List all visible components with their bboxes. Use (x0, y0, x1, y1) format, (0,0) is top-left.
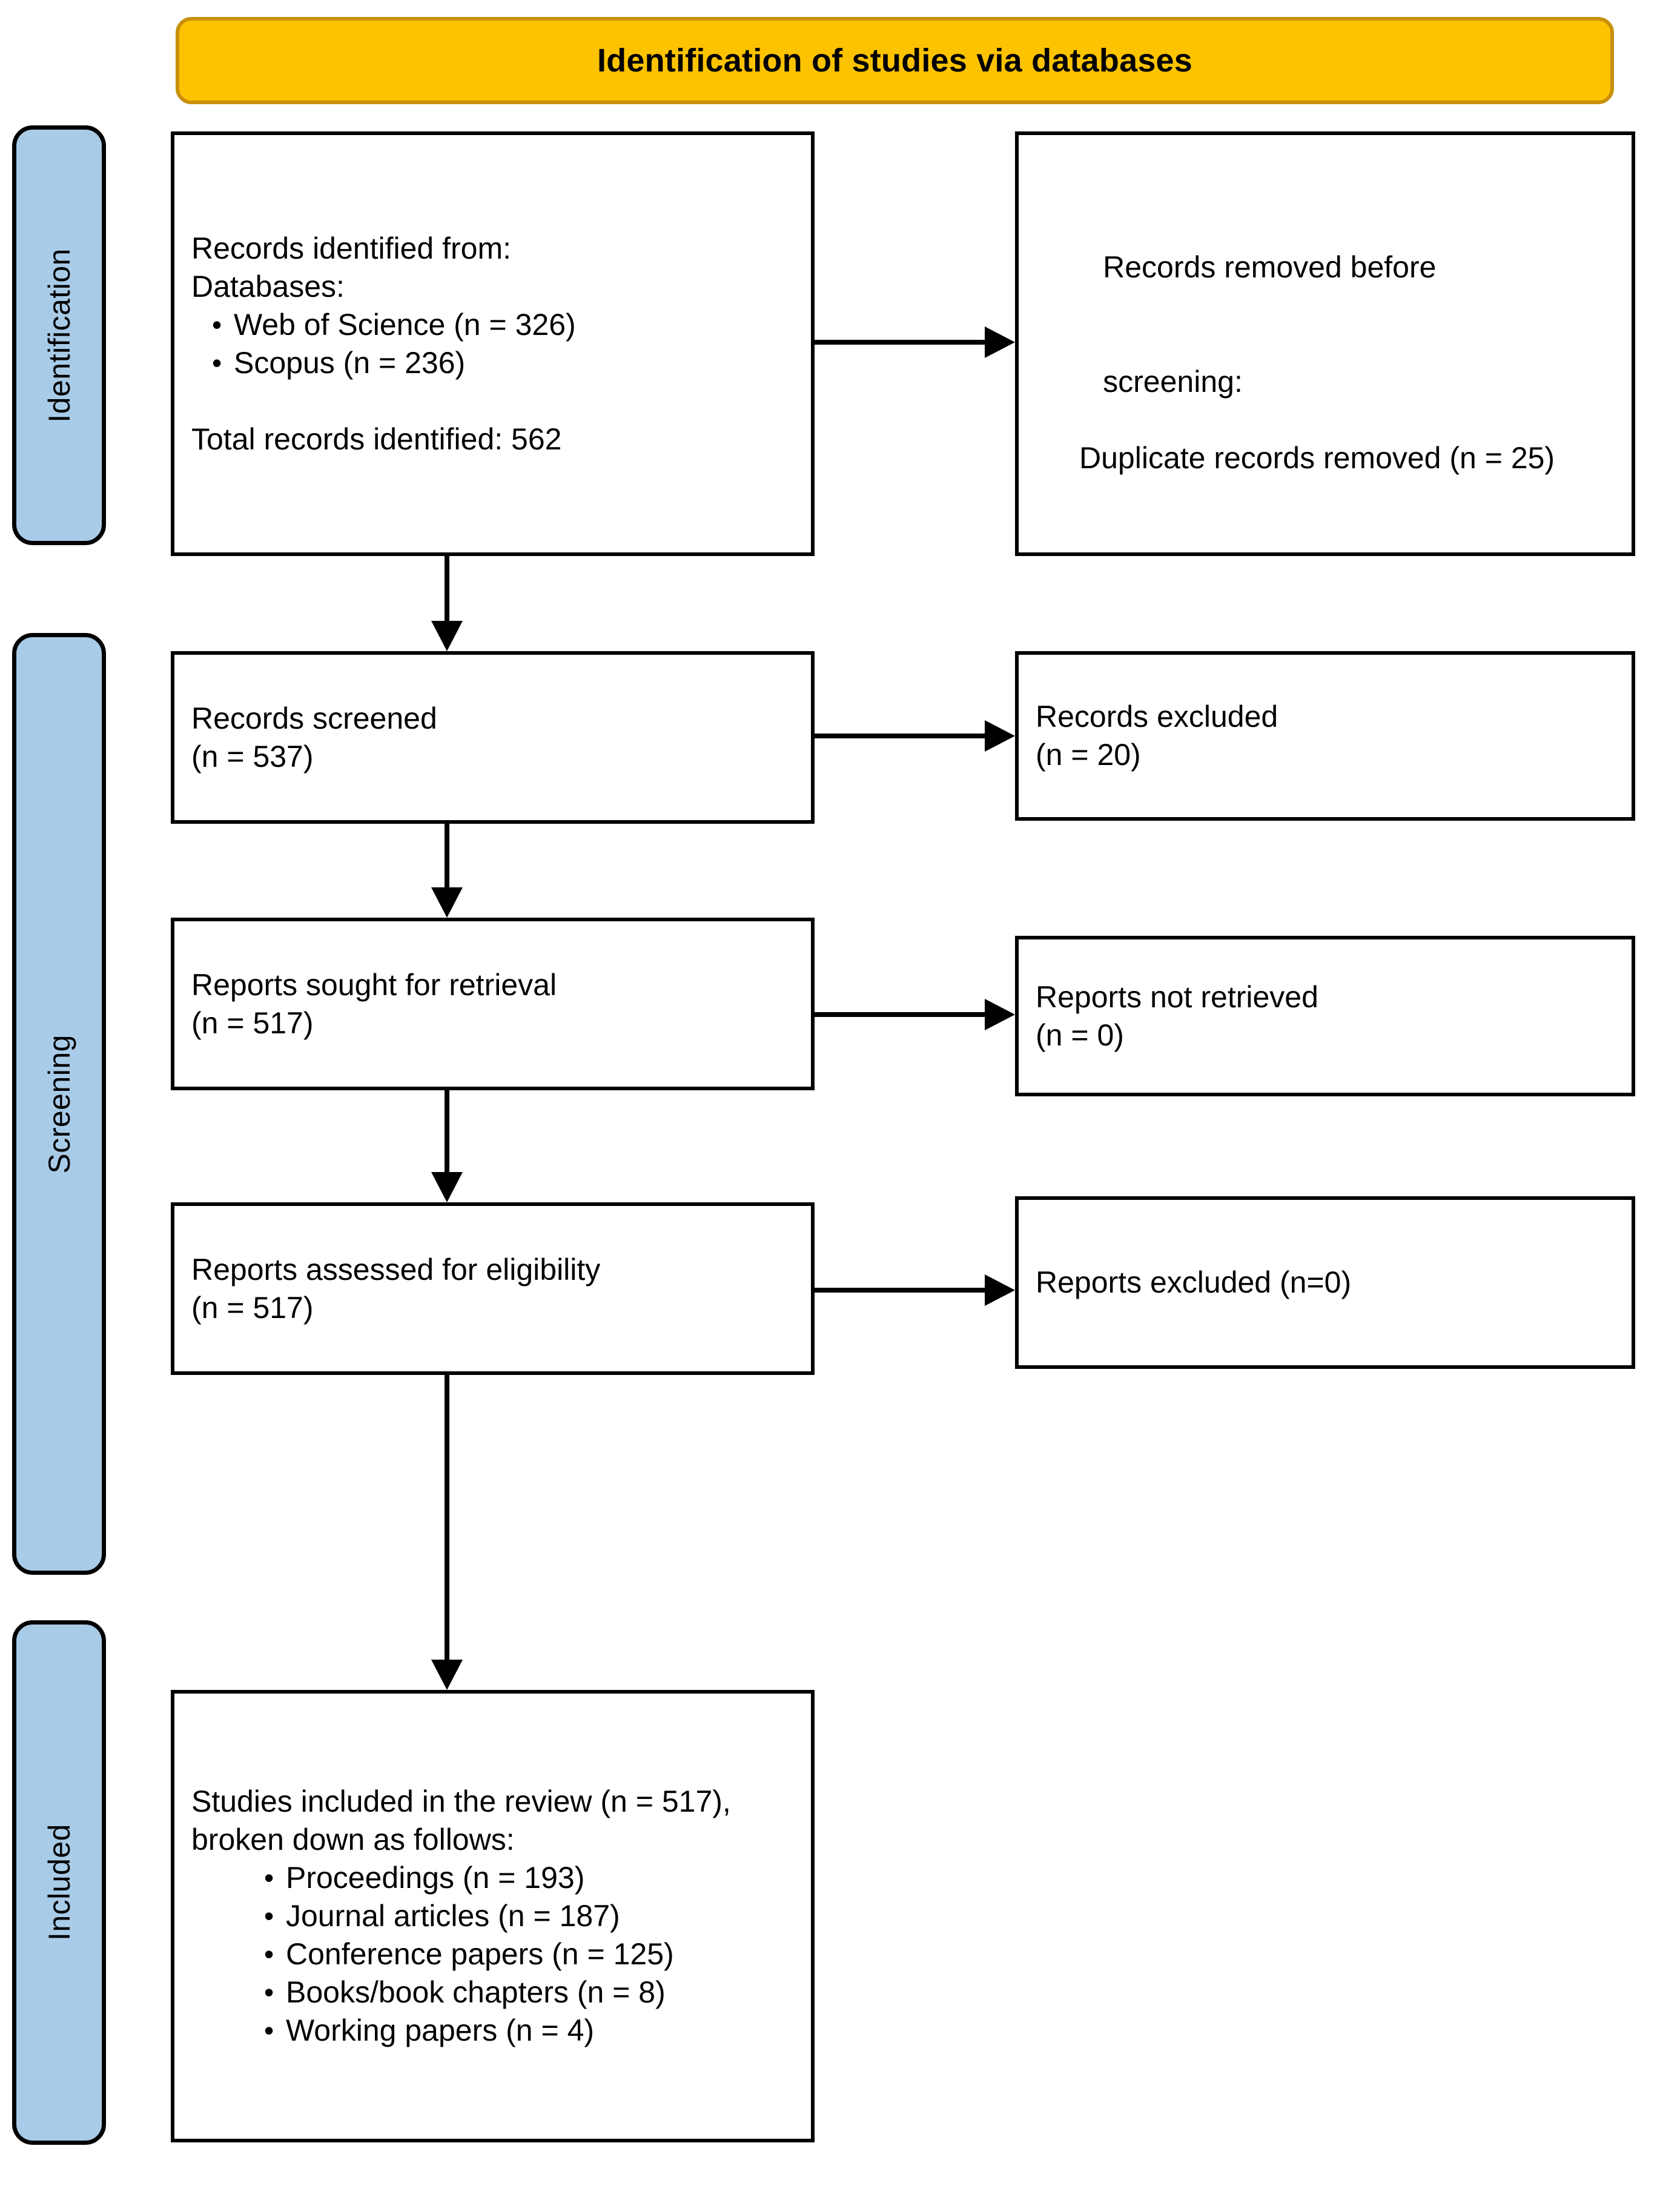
reports-sought-count: (n = 517) (191, 1005, 314, 1040)
list-item: • Journal articles (n = 187) (191, 1897, 794, 1935)
stage-label-identification: Identification (12, 125, 106, 545)
arrow-shaft (445, 1375, 449, 1660)
list-item-label: Conference papers (n = 125) (286, 1937, 674, 1971)
reports-assessed-count: (n = 517) (191, 1290, 314, 1325)
arrow-sought-to-assessed (424, 1090, 470, 1202)
bullet-icon: • (212, 346, 222, 379)
list-item: • Proceedings (n = 193) (191, 1859, 794, 1897)
records-screened-count: (n = 537) (191, 739, 314, 773)
records-excluded-count: (n = 20) (1036, 738, 1141, 772)
reports-not-retrieved-count: (n = 0) (1036, 1018, 1124, 1052)
list-item-label: Working papers (n = 4) (286, 2013, 595, 2047)
records-removed-italic-screening: screening (1103, 365, 1234, 399)
records-excluded-label: Records excluded (1036, 700, 1278, 734)
box-studies-included: Studies included in the review (n = 517)… (171, 1690, 815, 2142)
box-records-identified: Records identified from: Databases: • We… (171, 131, 815, 556)
arrow-head-icon (431, 621, 463, 651)
list-item-label: Proceedings (n = 193) (286, 1861, 585, 1895)
list-item-label: Web of Science (n = 326) (234, 307, 576, 342)
arrow-shaft (815, 1012, 985, 1017)
arrow-head-icon (431, 887, 463, 918)
stage-label-screening: Screening (12, 633, 106, 1575)
list-item: • Working papers (n = 4) (191, 2012, 794, 2050)
arrow-shaft (445, 1090, 449, 1172)
box-reports-excluded: Reports excluded (n=0) (1015, 1196, 1635, 1369)
arrow-head-icon (985, 1274, 1015, 1306)
reports-not-retrieved-label: Reports not retrieved (1036, 979, 1318, 1014)
arrow-head-icon (985, 326, 1015, 358)
box-reports-not-retrieved: Reports not retrieved (n = 0) (1015, 936, 1635, 1096)
arrow-shaft (815, 1288, 985, 1293)
records-removed-heading-line1: Records removed before (1036, 210, 1615, 325)
reports-sought-label: Reports sought for retrieval (191, 967, 557, 1002)
list-item-label: Scopus (n = 236) (234, 345, 466, 380)
stage-label-identification-text: Identification (42, 248, 76, 423)
arrow-head-icon (431, 1660, 463, 1690)
diagram-header-banner: Identification of studies via databases (176, 17, 1614, 104)
spacer-line (191, 382, 794, 420)
records-removed-colon: : (1234, 365, 1243, 399)
arrow-assessed-to-reports-excluded (815, 1269, 1015, 1311)
arrow-screened-to-sought (424, 824, 470, 918)
records-identified-total: Total records identified: 562 (191, 422, 562, 456)
bullet-icon: • (264, 1900, 274, 1932)
records-identified-subheading: Databases: (191, 269, 345, 303)
arrow-head-icon (431, 1172, 463, 1202)
bullet-icon: • (212, 308, 222, 340)
arrow-assessed-to-included (424, 1375, 470, 1690)
box-records-removed-before-screening: Records removed before screening: Duplic… (1015, 131, 1635, 556)
list-item-label: Journal articles (n = 187) (286, 1899, 620, 1933)
diagram-title: Identification of studies via databases (597, 42, 1193, 79)
list-item: • Scopus (n = 236) (191, 344, 794, 382)
stage-label-included: Included (12, 1620, 106, 2145)
bullet-icon: • (264, 1862, 274, 1893)
arrow-shaft (815, 734, 985, 738)
list-item: • Books/book chapters (n = 8) (191, 1973, 794, 2012)
list-item: • Conference papers (n = 125) (191, 1935, 794, 1973)
arrow-sought-to-not-retrieved (815, 993, 1015, 1036)
records-removed-heading-line2: screening: (1036, 325, 1615, 439)
arrow-identified-to-removed (815, 321, 1015, 363)
box-reports-sought-for-retrieval: Reports sought for retrieval (n = 517) (171, 918, 815, 1090)
arrow-head-icon (985, 720, 1015, 752)
box-records-screened: Records screened (n = 537) (171, 651, 815, 824)
arrow-shaft (445, 556, 449, 621)
arrow-identified-to-screened (424, 556, 470, 651)
stage-label-screening-text: Screening (42, 1034, 76, 1174)
arrow-shaft (445, 824, 449, 887)
reports-assessed-label: Reports assessed for eligibility (191, 1252, 601, 1287)
arrow-head-icon (985, 999, 1015, 1030)
arrow-screened-to-excluded (815, 715, 1015, 757)
list-item-label: Books/book chapters (n = 8) (286, 1975, 666, 2009)
bullet-icon: • (264, 1976, 274, 2008)
duplicate-records-removed-detail: Duplicate records removed (n = 25) (1079, 441, 1555, 475)
records-identified-heading: Records identified from: (191, 231, 512, 265)
records-screened-label: Records screened (191, 701, 437, 735)
studies-included-heading: Studies included in the review (n = 517)… (191, 1784, 739, 1856)
bullet-icon: • (264, 1938, 274, 1970)
records-removed-italic-before: before (1350, 250, 1437, 284)
stage-label-included-text: Included (42, 1824, 76, 1941)
bullet-icon: • (264, 2015, 274, 2046)
records-removed-prefix: Records removed (1103, 250, 1351, 284)
box-reports-assessed-for-eligibility: Reports assessed for eligibility (n = 51… (171, 1202, 815, 1375)
box-records-excluded: Records excluded (n = 20) (1015, 651, 1635, 821)
list-item: • Web of Science (n = 326) (191, 306, 794, 344)
reports-excluded-label: Reports excluded (n=0) (1036, 1265, 1352, 1299)
arrow-shaft (815, 340, 985, 345)
